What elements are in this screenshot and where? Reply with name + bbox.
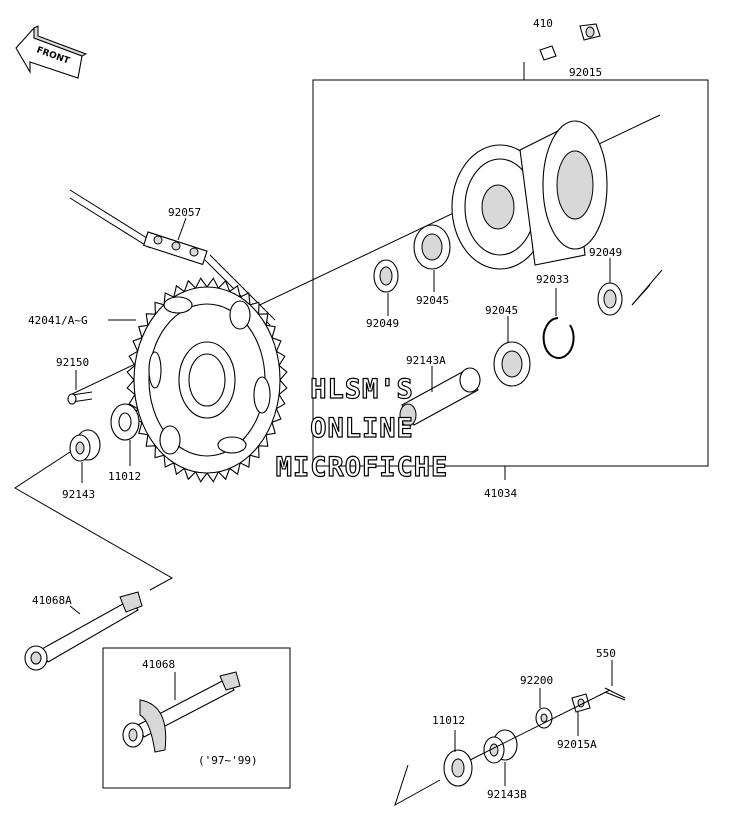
label-92150: 92150 [56, 356, 89, 369]
bottom-axle-leader [394, 764, 441, 807]
cotter-pin-550 [604, 687, 626, 701]
spacer-92143a [399, 367, 481, 427]
label-92200: 92200 [520, 674, 553, 687]
watermark-line-2: ONLINE [310, 413, 414, 444]
label-92049-left: 92049 [366, 317, 399, 330]
label-92049-top: 92049 [589, 246, 622, 259]
washer-11012-right [443, 749, 473, 787]
label-92143b: 92143B [487, 788, 527, 801]
leader-92057 [177, 217, 187, 241]
nut-410 [539, 45, 557, 61]
axle-41068 [122, 671, 241, 753]
inset-box-41068 [102, 647, 291, 789]
leader-41068a [69, 605, 81, 615]
circlip-92033 [542, 317, 575, 359]
seal-92049-left [373, 259, 399, 293]
label-92143: 92143 [62, 488, 95, 501]
collar-92143 [69, 429, 101, 462]
hub-41034 [451, 120, 608, 270]
label-92045-a: 92045 [416, 294, 449, 307]
label-42041: 42041/A~G [28, 314, 88, 327]
seal-92049-right [597, 282, 623, 316]
axle-leader-lines [14, 451, 174, 591]
label-year-note: ('97~'99) [198, 754, 258, 767]
washer-11012-left [110, 403, 140, 441]
sprocket-part [126, 277, 288, 483]
label-11012-a: 11012 [108, 470, 141, 483]
label-92015: 92015 [569, 66, 602, 79]
bearing-92045-lower [493, 341, 531, 387]
label-41034: 41034 [484, 487, 517, 500]
bearing-92045-top [413, 224, 451, 270]
watermark-line-3: MICROFICHE [276, 452, 449, 483]
label-41068a: 41068A [32, 594, 72, 607]
nut-92015 [579, 23, 601, 41]
label-92015a: 92015A [557, 738, 597, 751]
bolt-92150 [67, 391, 93, 405]
label-92045-b: 92045 [485, 304, 518, 317]
bottom-centerline [469, 689, 611, 761]
nut-92015a [571, 693, 591, 713]
label-550: 550 [596, 647, 616, 660]
hub-assembly-box [312, 79, 709, 467]
label-410: 410 [533, 17, 553, 30]
label-41068: 41068 [142, 658, 175, 671]
label-92057: 92057 [168, 206, 201, 219]
washer-92200 [535, 707, 553, 729]
axle-41068a [24, 591, 143, 671]
label-92143a: 92143A [406, 354, 446, 367]
front-arrow-icon: FRONT [15, 25, 88, 79]
label-11012-b: 11012 [432, 714, 465, 727]
label-92033: 92033 [536, 273, 569, 286]
watermark-line-1: HLSM'S [310, 374, 414, 405]
collar-92143b [483, 729, 518, 764]
